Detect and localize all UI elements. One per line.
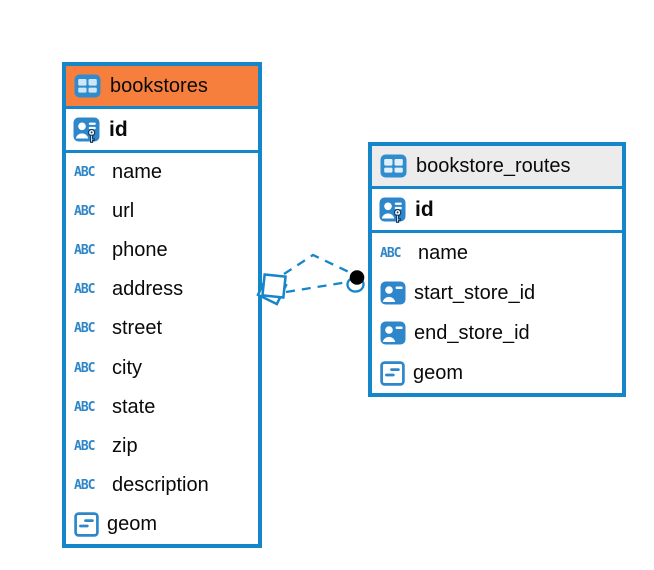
column-row-name[interactable]: ABC name <box>74 161 163 184</box>
column-row-name[interactable]: ABC name <box>380 241 469 264</box>
text-icon: ABC <box>74 438 95 454</box>
text-icon: ABC <box>74 282 95 298</box>
text-icon: ABC <box>74 399 95 415</box>
geometry-icon <box>74 512 99 537</box>
table-title: bookstore_routes <box>416 154 571 177</box>
column-row-phone[interactable]: ABC phone <box>74 239 168 262</box>
person-ref-icon <box>380 321 406 345</box>
table-bookstores[interactable]: bookstores id <box>62 62 262 548</box>
column-row-id[interactable]: id <box>66 109 258 153</box>
column-row-street[interactable]: ABC street <box>74 317 163 340</box>
columns-section: ABC name ABC url ABC phone ABC address A… <box>66 153 258 544</box>
column-row-address[interactable]: ABC address <box>74 278 184 301</box>
text-icon: ABC <box>74 204 95 220</box>
table-bookstore-routes[interactable]: bookstore_routes id <box>368 142 626 397</box>
column-row-zip[interactable]: ABC zip <box>74 434 138 457</box>
column-row-id[interactable]: id <box>372 189 622 233</box>
column-row-geom[interactable]: geom <box>372 353 622 393</box>
column-row-city[interactable]: ABC city <box>74 356 142 379</box>
column-row-geom[interactable]: geom <box>66 505 258 544</box>
table-icon <box>380 154 407 178</box>
text-icon: ABC <box>380 245 401 261</box>
relationship-line-upper[interactable] <box>283 253 352 275</box>
person-key-icon <box>73 117 100 143</box>
relationship-line-lower[interactable] <box>285 280 349 294</box>
table-bookstores-header[interactable]: bookstores <box>66 66 258 109</box>
text-icon: ABC <box>74 360 95 376</box>
relationship-source-anchor[interactable] <box>256 273 288 306</box>
person-key-icon <box>379 197 406 223</box>
table-icon <box>74 74 101 98</box>
text-icon: ABC <box>74 243 95 259</box>
text-icon: ABC <box>74 477 95 493</box>
text-icon: ABC <box>74 165 95 181</box>
column-row-state[interactable]: ABC state <box>74 395 156 418</box>
column-row-description[interactable]: ABC description <box>74 473 209 496</box>
table-bookstore-routes-header[interactable]: bookstore_routes <box>372 146 622 189</box>
relationship-target-dot[interactable] <box>346 270 365 293</box>
column-row-url[interactable]: ABC url <box>74 200 135 223</box>
column-row-start-store-id[interactable]: start_store_id <box>372 273 622 313</box>
column-row-end-store-id[interactable]: end_store_id <box>372 313 622 353</box>
text-icon: ABC <box>74 321 95 337</box>
column-label: id <box>109 117 128 141</box>
columns-section: ABC name start_store_id <box>372 233 622 393</box>
column-label: id <box>415 197 434 221</box>
person-ref-icon <box>380 281 406 305</box>
geometry-icon <box>380 360 405 386</box>
table-title: bookstores <box>110 74 208 97</box>
